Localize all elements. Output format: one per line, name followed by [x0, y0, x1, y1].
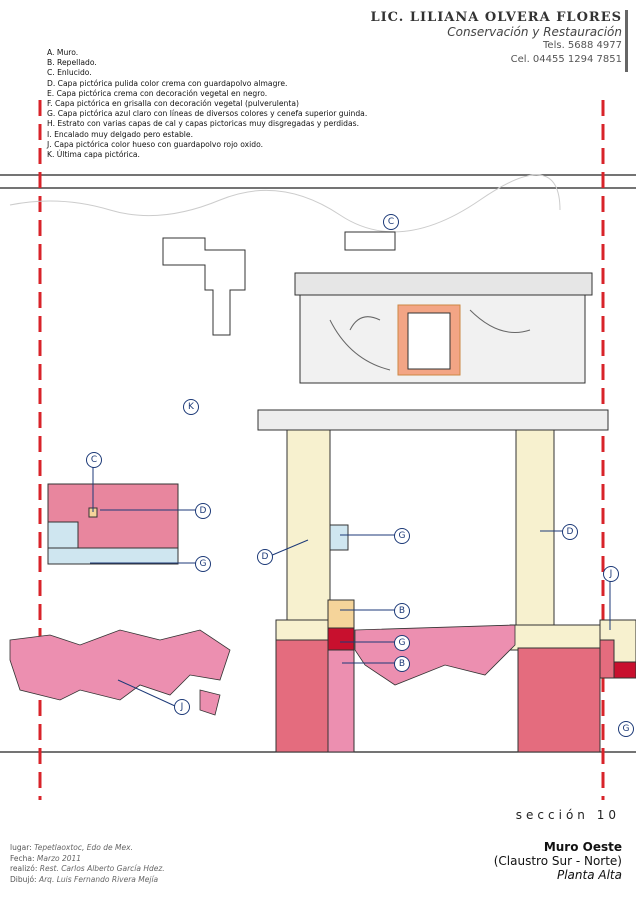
plaster-trace: [9, 174, 561, 233]
pink-fragments: [9, 624, 516, 716]
legend-item: C. Enlucido.: [47, 68, 92, 78]
author-name: LIC. LILIANA OLVERA FLORES: [370, 10, 622, 25]
legend-item: D. Capa pictórica pulida color crema con…: [47, 78, 288, 88]
credits: lugar: Tepetlaoxtoc, Edo de Mex. Fecha: …: [10, 843, 165, 885]
legend-item: I. Encalado muy delgado pero estable.: [47, 129, 194, 139]
callout-c: C: [383, 214, 399, 230]
credit-date: Marzo 2011: [36, 853, 82, 863]
title-level: Planta Alta: [556, 868, 622, 882]
title-sub: (Claustro Sur - Norte): [493, 854, 622, 868]
legend-item: K. Última capa pictórica.: [47, 150, 140, 160]
right-pillar: [509, 429, 636, 753]
legend-item: E. Capa pictórica crema con decoración v…: [47, 88, 268, 98]
callout-g: G: [195, 556, 211, 572]
author-subtitle: Conservación y Restauración: [447, 25, 622, 39]
header-bar: [625, 10, 628, 72]
legend-item: B. Repellado.: [47, 58, 97, 68]
credit-drafter: Arq. Luis Fernando Rivera Mejía: [38, 874, 159, 884]
credit-label: realizó:: [10, 864, 38, 873]
callout-d: D: [257, 549, 273, 565]
callout-b: B: [394, 656, 410, 672]
legend-item: F. Capa pictórica en grisalla con decora…: [47, 99, 299, 109]
callout-k: K: [183, 399, 199, 415]
callout-d: D: [562, 524, 578, 540]
credit-label: lugar:: [10, 843, 32, 852]
credit-label: Fecha:: [10, 853, 35, 863]
callout-b: B: [394, 603, 410, 619]
panel-d-g: [47, 483, 179, 565]
credit-label: Dibujó:: [10, 874, 37, 884]
header: LIC. LILIANA OLVERA FLORES Conservación …: [370, 10, 622, 67]
cell-phone: Cel. 04455 1294 7851: [510, 54, 622, 65]
left-pillar: [275, 429, 355, 753]
title-main: Muro Oeste: [543, 840, 622, 854]
callout-j: J: [174, 699, 190, 715]
fragment-stair: [162, 237, 246, 336]
callout-c: C: [86, 452, 102, 468]
lintel-beam: [257, 409, 609, 431]
drawing-title: Muro Oeste (Claustro Sur - Norte) Planta…: [494, 840, 622, 882]
fragment-c: [344, 231, 396, 251]
section-number: sección 10: [515, 808, 620, 822]
callout-d: D: [195, 503, 211, 519]
callout-g: G: [618, 721, 634, 737]
legend-item: H. Estrato con varias capas de cal y cap…: [47, 119, 359, 129]
callout-j: J: [603, 566, 619, 582]
credit-place: Tepetlaoxtoc, Edo de Mex.: [34, 843, 133, 852]
legend-item: A. Muro.: [47, 48, 79, 57]
legend-item: G. Capa pictórica azul claro con líneas …: [47, 109, 368, 119]
legend-item: J. Capa pictórica color hueso con guarda…: [47, 139, 263, 149]
callout-g: G: [394, 528, 410, 544]
frieze: [294, 272, 593, 384]
credit-author: Rest. Carlos Alberto García Hdez.: [39, 864, 165, 873]
leader-lines: [90, 466, 611, 707]
phone: Tels. 5688 4977: [543, 40, 622, 51]
callout-g: G: [394, 635, 410, 651]
legend: A. Muro. B. Repellado. C. Enlucido. D. C…: [47, 48, 367, 160]
